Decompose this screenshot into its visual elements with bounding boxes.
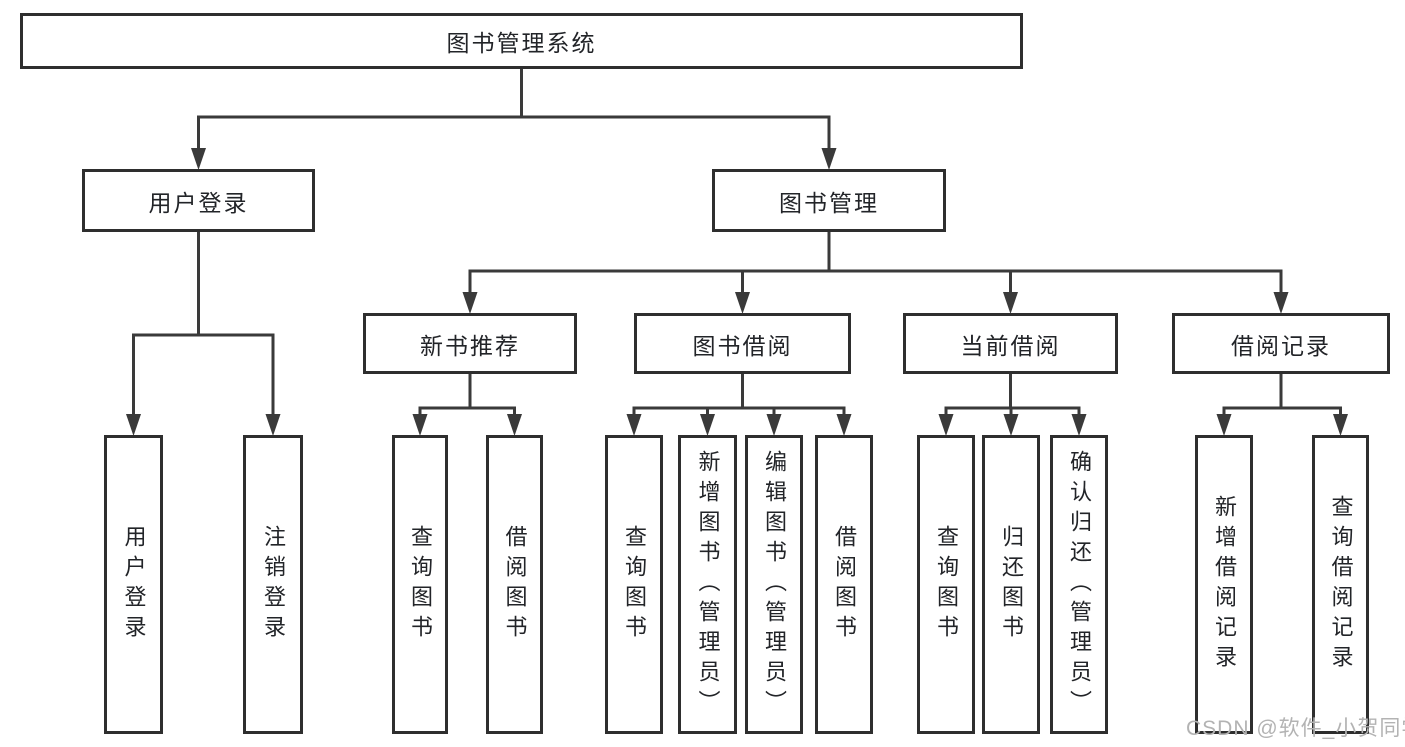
arrowhead-new-book-rec: [462, 292, 478, 314]
arrowhead-leaf-logout: [265, 414, 281, 436]
arrowhead-leaf-confirm-return: [1071, 414, 1087, 436]
node-current-borrow: 当前借阅: [903, 313, 1118, 374]
node-leaf-confirm-return: 确认归还（管理员）: [1050, 435, 1108, 734]
arrowhead-current-borrow: [1003, 292, 1018, 314]
arrowhead-leaf-borrow-books-1: [507, 414, 522, 436]
arrowhead-leaf-borrow-books-2: [836, 414, 852, 436]
arrowhead-user-login: [191, 148, 206, 170]
arrowhead-leaf-return-book: [1003, 414, 1019, 436]
node-borrow-records: 借阅记录: [1172, 313, 1390, 374]
node-leaf-query-books-1: 查询图书: [392, 435, 448, 734]
node-leaf-borrow-books-2: 借阅图书: [815, 435, 873, 734]
node-user-login: 用户登录: [82, 169, 315, 232]
arrowhead-leaf-query-books-1: [412, 414, 428, 436]
node-leaf-borrow-books-1: 借阅图书: [486, 435, 543, 734]
watermark: CSDN @软件_小贺同学: [1186, 717, 1405, 740]
node-leaf-user-login: 用户登录: [104, 435, 163, 734]
arrowhead-borrow-records: [1273, 292, 1289, 314]
node-book-mgmt: 图书管理: [712, 169, 946, 232]
node-leaf-logout: 注销登录: [243, 435, 303, 734]
node-root: 图书管理系统: [20, 13, 1023, 69]
node-leaf-add-borrow-record: 新增借阅记录: [1195, 435, 1253, 734]
node-leaf-query-borrow-record: 查询借阅记录: [1312, 435, 1369, 734]
arrowhead-leaf-add-book: [700, 414, 715, 436]
node-leaf-add-book: 新增图书（管理员）: [678, 435, 737, 734]
arrowhead-leaf-edit-book: [766, 414, 782, 436]
arrowhead-book-mgmt: [821, 148, 837, 170]
node-leaf-return-book: 归还图书: [982, 435, 1040, 734]
node-book-borrow: 图书借阅: [634, 313, 851, 374]
arrowhead-leaf-query-books-2: [626, 414, 642, 436]
arrowhead-leaf-add-borrow-record: [1216, 414, 1232, 436]
node-leaf-query-books-3: 查询图书: [917, 435, 975, 734]
node-leaf-edit-book: 编辑图书（管理员）: [745, 435, 803, 734]
node-new-book-rec: 新书推荐: [363, 313, 577, 374]
node-leaf-query-books-2: 查询图书: [605, 435, 663, 734]
arrowhead-leaf-query-books-3: [938, 414, 954, 436]
arrowhead-leaf-query-borrow-record: [1333, 414, 1348, 436]
arrowhead-book-borrow: [735, 292, 750, 314]
arrowhead-leaf-user-login: [126, 414, 141, 436]
